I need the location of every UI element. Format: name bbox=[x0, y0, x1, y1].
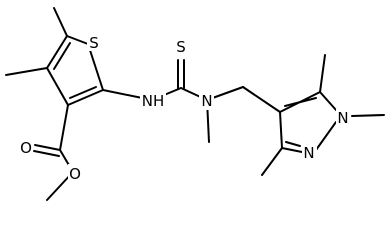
bond-c4-c5 bbox=[46, 35, 68, 69]
bond-c5-methyl bbox=[53, 7, 68, 37]
pyrazole-n1-label: N bbox=[337, 109, 348, 127]
bond-c4-c5-inner bbox=[53, 42, 71, 70]
pyrazole-n2-label: N bbox=[303, 144, 314, 162]
bond-c3-c4 bbox=[279, 111, 283, 149]
pyrazole-ring bbox=[261, 54, 385, 176]
carbonyl-oxygen-label: O bbox=[20, 139, 32, 157]
bond-c3-methyl bbox=[261, 147, 283, 176]
sulfur-ring-label: S bbox=[89, 34, 99, 52]
bond-c4-methyl bbox=[5, 67, 48, 76]
bond-carbonyl-o-double-b bbox=[33, 150, 60, 157]
bond-c5-methyl bbox=[319, 54, 326, 93]
bond-n2-c3 bbox=[281, 147, 303, 153]
nh-label: NH bbox=[142, 92, 165, 110]
sulfur-thione-label: S bbox=[176, 38, 186, 56]
ester-oxygen-label: O bbox=[69, 165, 81, 183]
bond-c5-s1 bbox=[66, 35, 89, 45]
atom-labels: S S NH N N N O O bbox=[18, 33, 351, 183]
bond-c3-c4 bbox=[46, 67, 69, 106]
methyl-ester-group bbox=[33, 104, 74, 201]
bond-c3-carbonyl bbox=[59, 104, 69, 151]
bond-c4-c5-inner bbox=[284, 97, 317, 107]
bond-n1-methyl bbox=[351, 114, 385, 117]
bond-carbonyl-o-double-a bbox=[34, 144, 61, 151]
bond-ch2-c4-pyrazole bbox=[242, 86, 281, 113]
bond-n1-n2 bbox=[315, 121, 337, 151]
bond-c2-c3 bbox=[67, 89, 104, 106]
n-methyl-label: N bbox=[201, 92, 212, 110]
thiourea-group bbox=[102, 59, 281, 143]
thiophene-ring bbox=[5, 7, 104, 106]
bond-s1-c2 bbox=[87, 43, 104, 91]
bond-c5-n1 bbox=[319, 91, 337, 111]
molecule-structure-canvas: S S NH N N N O O bbox=[5, 7, 385, 201]
bond-c2-c3-inner bbox=[69, 86, 97, 99]
bond-n2-c3-inner bbox=[285, 141, 301, 147]
